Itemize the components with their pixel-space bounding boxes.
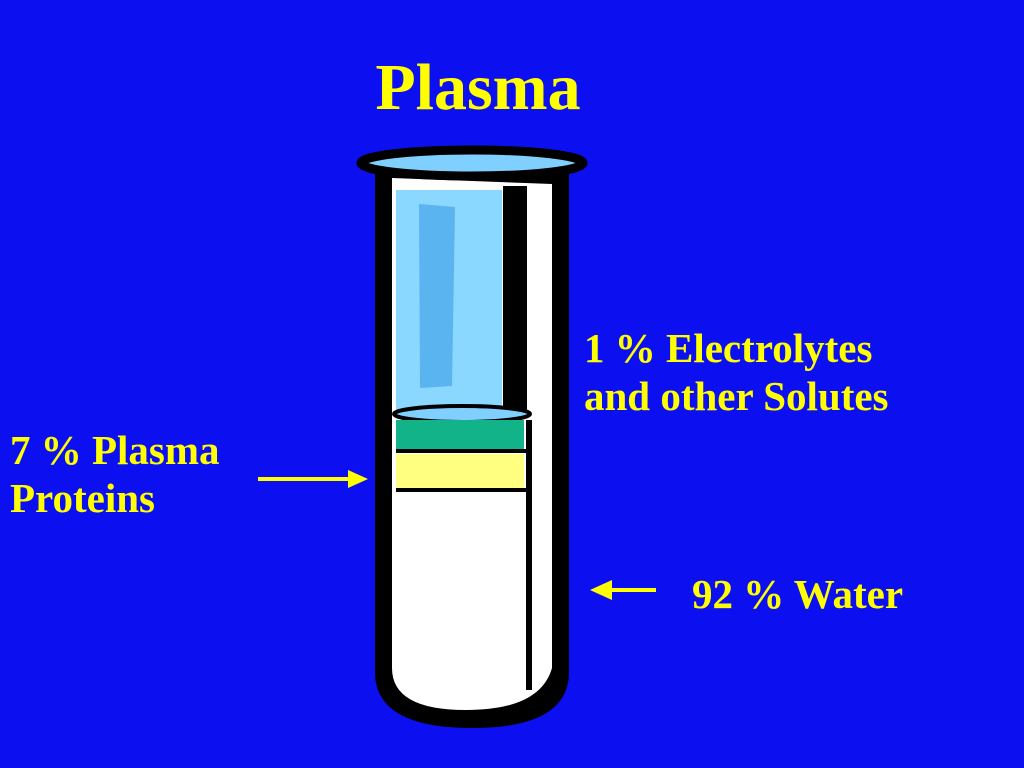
glass-highlight-icon (419, 204, 455, 388)
liquid-surface (392, 404, 532, 424)
band-water (396, 493, 526, 700)
label-electrolytes-line1: 1 % Electrolytes (584, 325, 873, 371)
band-electrolytes (396, 420, 524, 450)
label-water: 92 % Water (692, 570, 903, 618)
label-proteins: 7 % Plasma Proteins (10, 426, 220, 522)
label-electrolytes-line2: and other Solutes (584, 373, 889, 419)
arrow-left-icon (590, 580, 656, 600)
tube-rim (356, 145, 588, 181)
page-title: Plasma (375, 51, 581, 124)
label-electrolytes: 1 % Electrolytes and other Solutes (584, 324, 889, 420)
arrow-right-icon (258, 470, 368, 488)
label-proteins-line2: Proteins (10, 475, 156, 521)
band-proteins (396, 454, 524, 488)
label-water-line1: 92 % Water (692, 571, 904, 617)
label-proteins-line1: 7 % Plasma (10, 427, 220, 473)
